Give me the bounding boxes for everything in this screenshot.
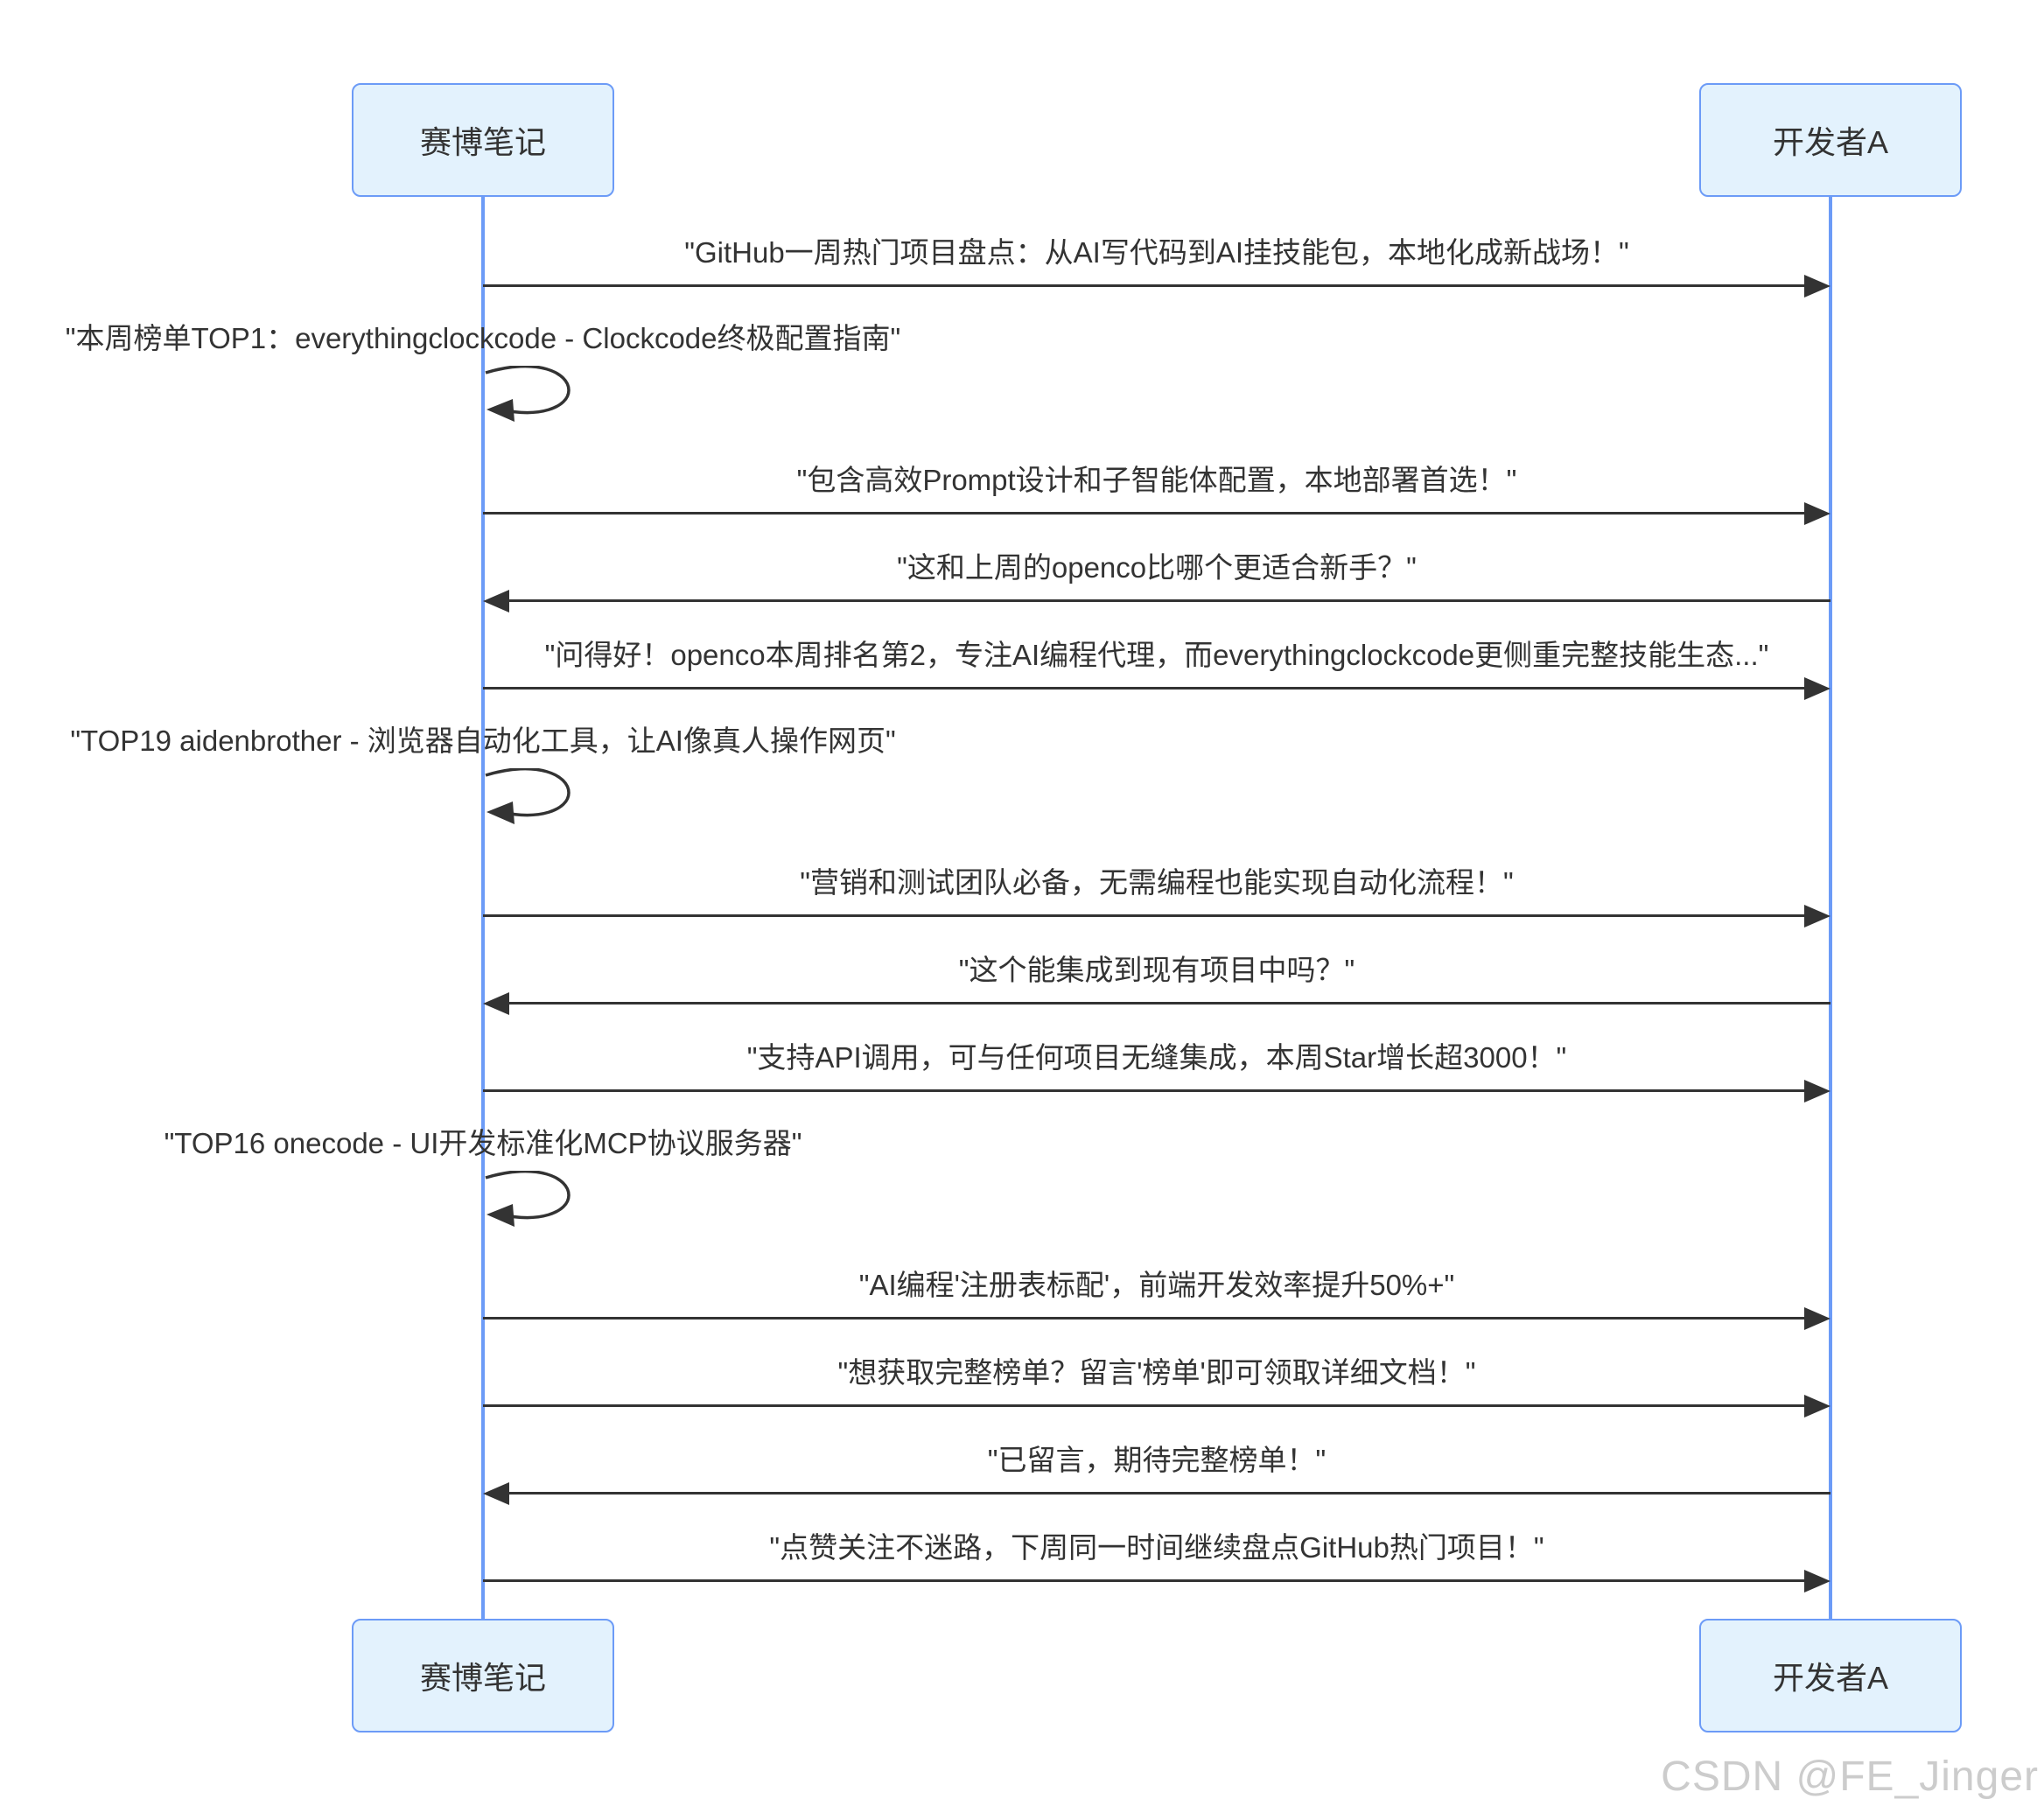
message-arrow (508, 1492, 1830, 1494)
arrowhead-right-icon (1804, 677, 1830, 700)
actor-top-left: 赛博笔记 (352, 83, 614, 197)
message-text: "这和上周的openco比哪个更适合新手？" (897, 551, 1417, 584)
self-message-text: "TOP19 aidenbrother - 浏览器自动化工具，让AI像真人操作网… (70, 724, 896, 757)
arrowhead-left-icon (483, 1482, 509, 1505)
message-arrow (483, 512, 1806, 514)
message-arrow (483, 1579, 1806, 1582)
message-text: "已留言，期待完整榜单！" (987, 1444, 1326, 1476)
arrowhead-right-icon (1804, 275, 1830, 298)
self-message-text: "本周榜单TOP1：everythingclockcode - Clockcod… (65, 322, 901, 354)
lifeline-right (1829, 197, 1832, 1619)
self-loop-arrow (485, 768, 570, 824)
actor-top-right: 开发者A (1699, 83, 1962, 197)
arrowhead-left-icon (483, 590, 509, 612)
arrowhead-right-icon (1804, 502, 1830, 525)
self-message-text: "TOP16 onecode - UI开发标准化MCP协议服务器" (164, 1127, 802, 1159)
arrowhead-right-icon (1804, 1395, 1830, 1418)
self-loop-arrow (485, 366, 570, 422)
lifeline-left (481, 197, 485, 1619)
message-text: "点赞关注不迷路，下周同一时间继续盘点GitHub热门项目！" (769, 1531, 1544, 1564)
arrowhead-right-icon (1804, 1570, 1830, 1592)
message-arrow (483, 687, 1806, 690)
message-text: "包含高效Prompt设计和子智能体配置，本地部署首选！" (796, 464, 1517, 496)
message-arrow (483, 1404, 1806, 1407)
message-text: "支持API调用，可与任何项目无缝集成，本周Star增长超3000！" (746, 1041, 1567, 1074)
message-arrow (483, 1089, 1806, 1092)
arrowhead-right-icon (1804, 1307, 1830, 1330)
actor-bottom-right: 开发者A (1699, 1619, 1962, 1732)
message-text: "问得好！openco本周排名第2，专注AI编程代理，而everythingcl… (544, 639, 1769, 671)
message-arrow (483, 1317, 1806, 1320)
message-arrow (483, 914, 1806, 917)
message-text: "想获取完整榜单？留言'榜单'即可领取详细文档！" (837, 1356, 1476, 1389)
message-text: "营销和测试团队必备，无需编程也能实现自动化流程！" (800, 866, 1514, 899)
actor-bottom-left: 赛博笔记 (352, 1619, 614, 1732)
message-text: "GitHub一周热门项目盘点：从AI写代码到AI挂技能包，本地化成新战场！" (684, 236, 1629, 269)
message-arrow (483, 284, 1806, 287)
message-arrow (508, 1002, 1830, 1004)
message-arrow (508, 599, 1830, 602)
message-text: "这个能集成到现有项目中吗？" (958, 954, 1355, 986)
arrowhead-left-icon (483, 992, 509, 1015)
actor-label: 赛博笔记 (419, 1660, 546, 1696)
watermark: CSDN @FE_Jinger (1661, 1754, 2039, 1800)
message-text: "AI编程'注册表标配'，前端开发效率提升50%+" (858, 1269, 1455, 1301)
self-loop-arrow (485, 1171, 570, 1227)
actor-label: 赛博笔记 (419, 124, 546, 160)
actor-label: 开发者A (1772, 1660, 1888, 1696)
actor-label: 开发者A (1772, 124, 1888, 160)
arrowhead-right-icon (1804, 905, 1830, 928)
arrowhead-right-icon (1804, 1080, 1830, 1102)
